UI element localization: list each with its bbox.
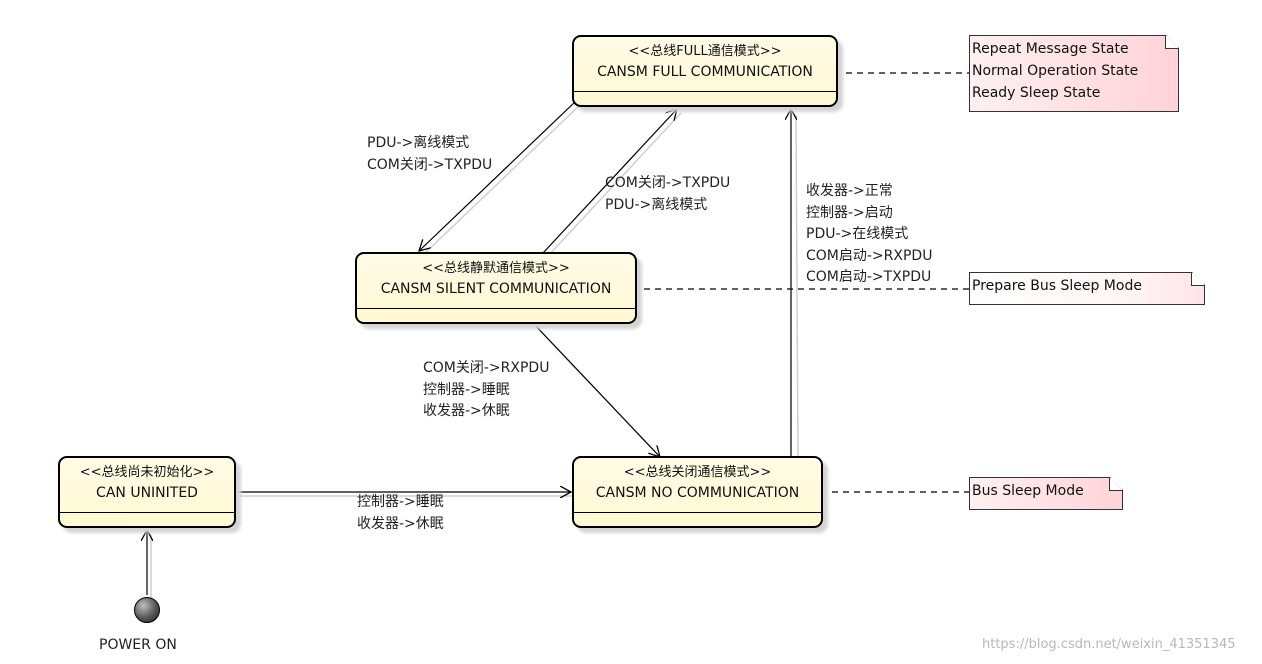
state-full-communication[interactable]: <<总线FULL通信模式>> CANSM FULL COMMUNICATION <box>572 35 838 107</box>
label-line: COM关闭->TXPDU <box>367 156 493 173</box>
initial-state-node[interactable] <box>134 597 160 623</box>
state-silent-communication[interactable]: <<总线静默通信模式>> CANSM SILENT COMMUNICATION <box>355 252 637 324</box>
transition-label-silent-to-full: COM关闭->TXPDU PDU->离线模式 <box>605 173 730 216</box>
state-stereotype: <<总线FULL通信模式>> <box>628 44 782 59</box>
label-line: COM启动->TXPDU <box>806 269 932 285</box>
state-name: CANSM FULL COMMUNICATION <box>597 64 813 80</box>
state-divider <box>60 512 234 513</box>
label-line: 控制器->睡眠 <box>357 494 444 510</box>
state-divider <box>574 91 836 92</box>
note-line: Normal Operation State <box>972 63 1139 79</box>
label-line: 收发器->正常 <box>806 183 893 199</box>
note-bus-sleep: Bus Sleep Mode <box>969 477 1123 510</box>
transition-label-uninited-to-none: 控制器->睡眠 收发器->休眠 <box>357 492 444 535</box>
transition-label-silent-to-none: COM关闭->RXPDU 控制器->睡眠 收发器->休眠 <box>423 358 549 423</box>
note-line: Ready Sleep State <box>972 85 1101 101</box>
state-can-uninited[interactable]: <<总线尚未初始化>> CAN UNINITED <box>58 456 236 528</box>
state-no-communication[interactable]: <<总线关闭通信模式>> CANSM NO COMMUNICATION <box>572 456 823 528</box>
watermark: https://blog.csdn.net/weixin_41351345 <box>982 637 1236 652</box>
note-full-substates: Repeat Message State Normal Operation St… <box>969 35 1179 112</box>
state-name: CANSM NO COMMUNICATION <box>595 485 800 501</box>
label-line: 控制器->睡眠 <box>423 381 510 398</box>
state-stereotype: <<总线尚未初始化>> <box>79 465 215 480</box>
state-name: CAN UNINITED <box>96 485 198 501</box>
label-line: COM启动->RXPDU <box>806 247 933 264</box>
state-name: CANSM SILENT COMMUNICATION <box>380 281 612 297</box>
state-stereotype: <<总线静默通信模式>> <box>422 261 570 276</box>
label-line: PDU->离线模式 <box>605 196 708 213</box>
note-prepare-bus-sleep: Prepare Bus Sleep Mode <box>969 272 1205 305</box>
label-line: COM关闭->TXPDU <box>605 175 731 191</box>
state-stereotype: <<总线关闭通信模式>> <box>623 465 772 480</box>
transition-label-none-to-full: 收发器->正常 控制器->启动 PDU->在线模式 COM启动->RXPDU C… <box>806 181 932 289</box>
state-divider <box>357 308 635 309</box>
label-line: 收发器->休眠 <box>423 403 510 419</box>
state-divider <box>574 512 821 513</box>
note-line: Repeat Message State <box>972 41 1129 57</box>
label-line: 控制器->启动 <box>806 204 893 221</box>
label-line: COM关闭->RXPDU <box>423 360 550 376</box>
note-line: Bus Sleep Mode <box>972 483 1084 499</box>
transition-silent-to-none <box>531 321 660 457</box>
transition-silent-to-full <box>542 109 677 254</box>
label-line: 收发器->休眠 <box>357 515 444 532</box>
transition-full-to-silent <box>419 99 578 251</box>
initial-state-label: POWER ON <box>99 637 177 653</box>
transition-label-full-to-silent: PDU->离线模式 COM关闭->TXPDU <box>367 133 492 176</box>
label-line: PDU->在线模式 <box>806 226 909 242</box>
label-line: PDU->离线模式 <box>367 135 470 151</box>
note-line: Prepare Bus Sleep Mode <box>972 278 1142 294</box>
